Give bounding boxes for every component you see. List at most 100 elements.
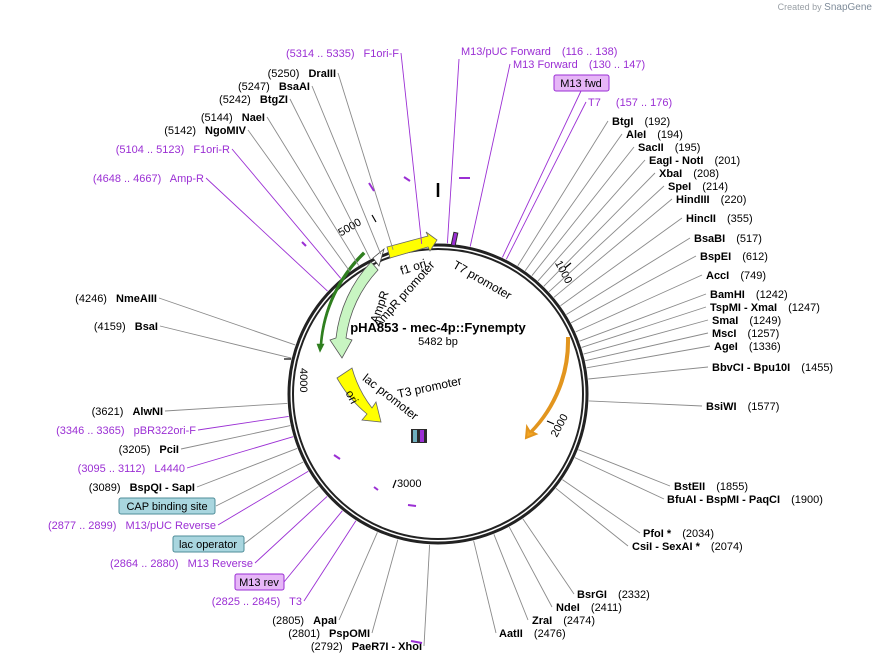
leader-line — [337, 72, 394, 250]
primer-mark-pbr322ori-f — [333, 454, 341, 460]
leader-line — [553, 198, 673, 298]
leader-line — [338, 532, 378, 621]
enzyme-apai: (2805) ApaI — [272, 615, 337, 627]
primer-labels: M13/pUC Forward (116 .. 138) M13 Forward… — [48, 46, 672, 608]
leader-line — [531, 146, 635, 276]
leader-line — [159, 325, 292, 359]
leader-line — [196, 447, 298, 488]
leader-line — [575, 274, 703, 333]
enzyme-nmeaiii: (4246) NmeAIII — [75, 293, 157, 305]
leader-line — [400, 52, 423, 244]
primer-mark-m13-rev — [407, 504, 417, 507]
enzyme-zrai: ZraI (2474) — [532, 615, 595, 627]
scale-ticks: 1000 2000 3000 4000 5000 — [284, 214, 574, 490]
leader-line — [243, 486, 319, 545]
primer-t3: (2825 .. 2845) T3 — [212, 596, 302, 608]
enzyme-smai: SmaI (1249) — [712, 315, 781, 327]
m13-fwd-label: M13 fwd — [560, 78, 602, 90]
enzyme-alwni: (3621) AlwNI — [92, 406, 163, 418]
leader-line — [508, 526, 553, 608]
tick-mark-3000 — [392, 479, 397, 489]
enzyme-labels-left: (2792) PaeR7I - XhoI (2801) PspOMI (2805… — [75, 68, 422, 653]
tick-label-4000: 4000 — [297, 368, 309, 392]
leader-line — [254, 496, 328, 564]
leader-line — [158, 297, 296, 346]
enzyme-bsteii: BstEII (1855) — [674, 481, 748, 493]
leader-line — [588, 400, 703, 407]
enzyme-bspqi-sapi: (3089) BspQI - SapI — [89, 482, 195, 494]
primer-m13-puc-forward: M13/pUC Forward (116 .. 138) — [461, 46, 617, 58]
primer-mark-l4440 — [373, 486, 379, 491]
primer-t7: T7 (157 .. 176) — [588, 97, 672, 109]
leader-line — [586, 345, 711, 369]
leader-line — [522, 518, 575, 595]
enzyme-btgzi: (5242) BtgZI — [219, 94, 288, 106]
leader-line — [217, 470, 309, 526]
enzyme-tspmi-xmai: TspMI - XmaI (1247) — [710, 302, 820, 314]
enzyme-alei: AleI (194) — [626, 129, 683, 141]
leader-line — [303, 520, 357, 602]
enzyme-bsai: (4159) BsaI — [94, 321, 158, 333]
leader-line — [186, 436, 294, 469]
primer-pbr322ori-f: (3346 .. 3365) pBR322ori-F — [56, 425, 196, 437]
t7-primer-mark — [451, 232, 458, 246]
enzyme-acci: AccI (749) — [706, 270, 766, 282]
leader-line — [537, 159, 646, 282]
enzyme-draiii: (5250) DraIII — [268, 68, 336, 80]
leader-line — [469, 63, 511, 247]
enzyme-hindiii: HindIII (220) — [676, 194, 746, 206]
enzyme-bsiwi: BsiWI (1577) — [706, 401, 779, 413]
leader-line — [311, 85, 382, 255]
t3-promoter-label: T3 promoter — [396, 374, 463, 401]
leader-line — [581, 306, 707, 348]
leader-line — [524, 133, 623, 271]
leader-line — [578, 449, 671, 487]
enzyme-bfuai-bspmi-paqci: BfuAI - BspMI - PaqCI (1900) — [667, 494, 823, 506]
watermark-prefix: Created by — [777, 2, 822, 12]
ampr-arrow — [329, 261, 379, 359]
leader-line — [197, 415, 289, 431]
m13-rev-label: M13 rev — [239, 577, 279, 589]
leader-line — [283, 510, 343, 583]
orf-arrow — [524, 337, 571, 440]
leader-line — [555, 487, 629, 547]
lac-operator-box — [172, 535, 245, 553]
leader-line — [501, 90, 582, 258]
enzyme-eagi-noti: EagI - NotI (201) — [649, 155, 740, 167]
enzyme-xbai: XbaI (208) — [659, 168, 719, 180]
primer-m13-puc-reverse: (2877 .. 2899) M13/pUC Reverse — [48, 520, 216, 532]
leader-line — [570, 255, 697, 324]
m13-rev-mark — [420, 430, 424, 442]
primer-mark-amp-r — [301, 241, 307, 247]
m13-fwd-box — [553, 74, 610, 92]
primer-mark-f1ori-f — [403, 176, 411, 182]
primer-amp-r: (4648 .. 4667) Amp-R — [93, 173, 204, 185]
enzyme-bsaai: (5247) BsaAI — [238, 81, 310, 93]
enzyme-agei: AgeI (1336) — [714, 341, 781, 353]
leader-line — [215, 461, 304, 507]
enzyme-bbvci-bpu10i: BbvCI - Bpu10I (1455) — [712, 362, 833, 374]
tick-mark-5000 — [371, 214, 377, 223]
leader-line — [543, 172, 656, 287]
tick-label-3000: 3000 — [397, 478, 421, 490]
enzyme-hincii: HincII (355) — [686, 213, 753, 225]
cap-binding-site-box — [118, 497, 216, 515]
primer-mark-f1ori-r — [368, 182, 375, 192]
enzyme-pspomi: (2801) PspOMI — [288, 628, 370, 640]
snapgene-watermark: Created by SnapGene — [778, 2, 872, 13]
primer-f1ori-r: (5104 .. 5123) F1ori-R — [116, 144, 230, 156]
enzyme-aatii: AatII (2476) — [499, 628, 566, 640]
primer-mark-xhoi — [410, 640, 423, 644]
leader-line — [473, 540, 497, 634]
leader-line — [579, 293, 707, 342]
cap-binding-site-label: CAP binding site — [126, 501, 207, 513]
plasmid-size: 5482 bp — [418, 336, 458, 348]
enzyme-bamhi: BamHI (1242) — [710, 289, 788, 301]
leader-line — [562, 479, 641, 534]
leader-line — [493, 534, 529, 621]
tick-mark-1000 — [564, 262, 572, 269]
tick-label-2000: 2000 — [549, 412, 571, 439]
primer-m13-reverse: (2864 .. 2880) M13 Reverse — [110, 558, 253, 570]
f1-ori-arrow — [386, 231, 438, 259]
